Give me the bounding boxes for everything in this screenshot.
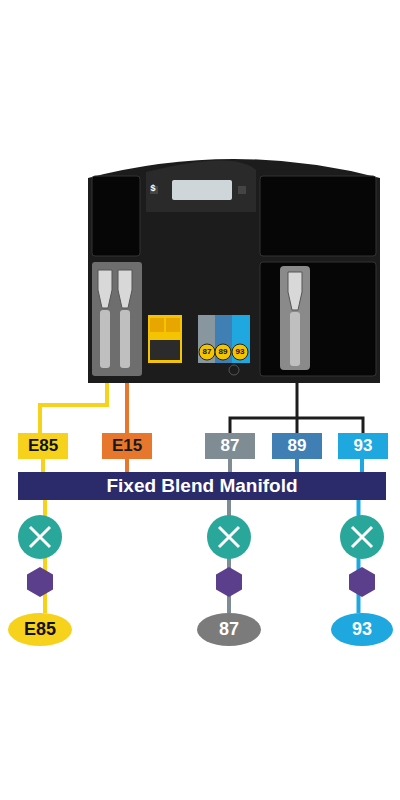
node-text: E85	[24, 619, 56, 640]
grade-panel	[215, 315, 232, 363]
pipe-line	[41, 459, 45, 472]
valve-symbol	[207, 515, 251, 559]
pipe-line	[360, 459, 364, 472]
right-lower-panel	[260, 262, 376, 376]
logo-mark	[229, 365, 239, 375]
nozzle-handle	[120, 310, 130, 368]
nozzle-handle	[290, 312, 300, 366]
tank-oval: E85	[8, 613, 72, 646]
valve-cross	[352, 527, 372, 547]
node-text: 93	[354, 436, 373, 456]
pump-symbol	[216, 567, 242, 597]
e85-hose-line	[40, 383, 107, 434]
price-sign: $	[150, 184, 155, 193]
manifold-band: Fixed Blend Manifold	[18, 472, 386, 500]
octane-sticker	[232, 344, 248, 360]
dispenser-body	[88, 159, 380, 383]
valve-cross	[30, 527, 50, 547]
nozzle	[118, 270, 132, 308]
blend-hose-line	[230, 418, 363, 434]
nozzle-holder	[280, 266, 310, 370]
pipe-line	[125, 459, 129, 472]
display-bezel	[146, 160, 256, 212]
node-text: 93	[352, 619, 372, 640]
grade-button	[166, 318, 180, 332]
blend-hose-line	[296, 383, 299, 418]
valve-symbol	[18, 515, 62, 559]
pipe-line	[295, 459, 299, 472]
left-upper-panel	[92, 176, 140, 256]
blend-hose-line	[296, 418, 299, 434]
octane-sticker	[199, 344, 215, 360]
e15-hose-line	[125, 383, 129, 434]
node-text: E85	[28, 436, 58, 456]
octane-number: 89	[219, 348, 228, 356]
fuel-box: 89	[272, 433, 322, 459]
fuel-box: E15	[102, 433, 152, 459]
grade-panel	[232, 315, 250, 363]
fuel-box: 87	[205, 433, 255, 459]
node-text: 87	[219, 619, 239, 640]
node-text: E15	[112, 436, 142, 456]
pump-symbol	[27, 567, 53, 597]
octane-number: 93	[236, 348, 245, 356]
nozzle-bay	[92, 262, 142, 376]
fuel-box: E85	[18, 433, 68, 459]
pipe-line	[228, 459, 232, 472]
octane-number: 87	[203, 348, 212, 356]
nozzle	[98, 270, 112, 308]
right-upper-panel	[260, 176, 376, 256]
screen-button	[238, 186, 246, 194]
price-screen	[172, 180, 232, 200]
node-text: 87	[221, 436, 240, 456]
tank-oval: 93	[331, 613, 393, 646]
grade-sticker	[150, 340, 180, 360]
nozzle	[288, 272, 302, 310]
valve-cross	[219, 527, 239, 547]
pump-symbol	[349, 567, 375, 597]
octane-sticker	[215, 344, 231, 360]
grade-panel	[198, 315, 215, 363]
tank-oval: 87	[197, 613, 261, 646]
grade-panel	[148, 315, 182, 363]
node-text: 89	[288, 436, 307, 456]
valve-symbol	[340, 515, 384, 559]
nozzle-handle	[100, 310, 110, 368]
fuel-box: 93	[338, 433, 388, 459]
grade-button	[150, 318, 164, 332]
node-text: Fixed Blend Manifold	[106, 475, 297, 497]
